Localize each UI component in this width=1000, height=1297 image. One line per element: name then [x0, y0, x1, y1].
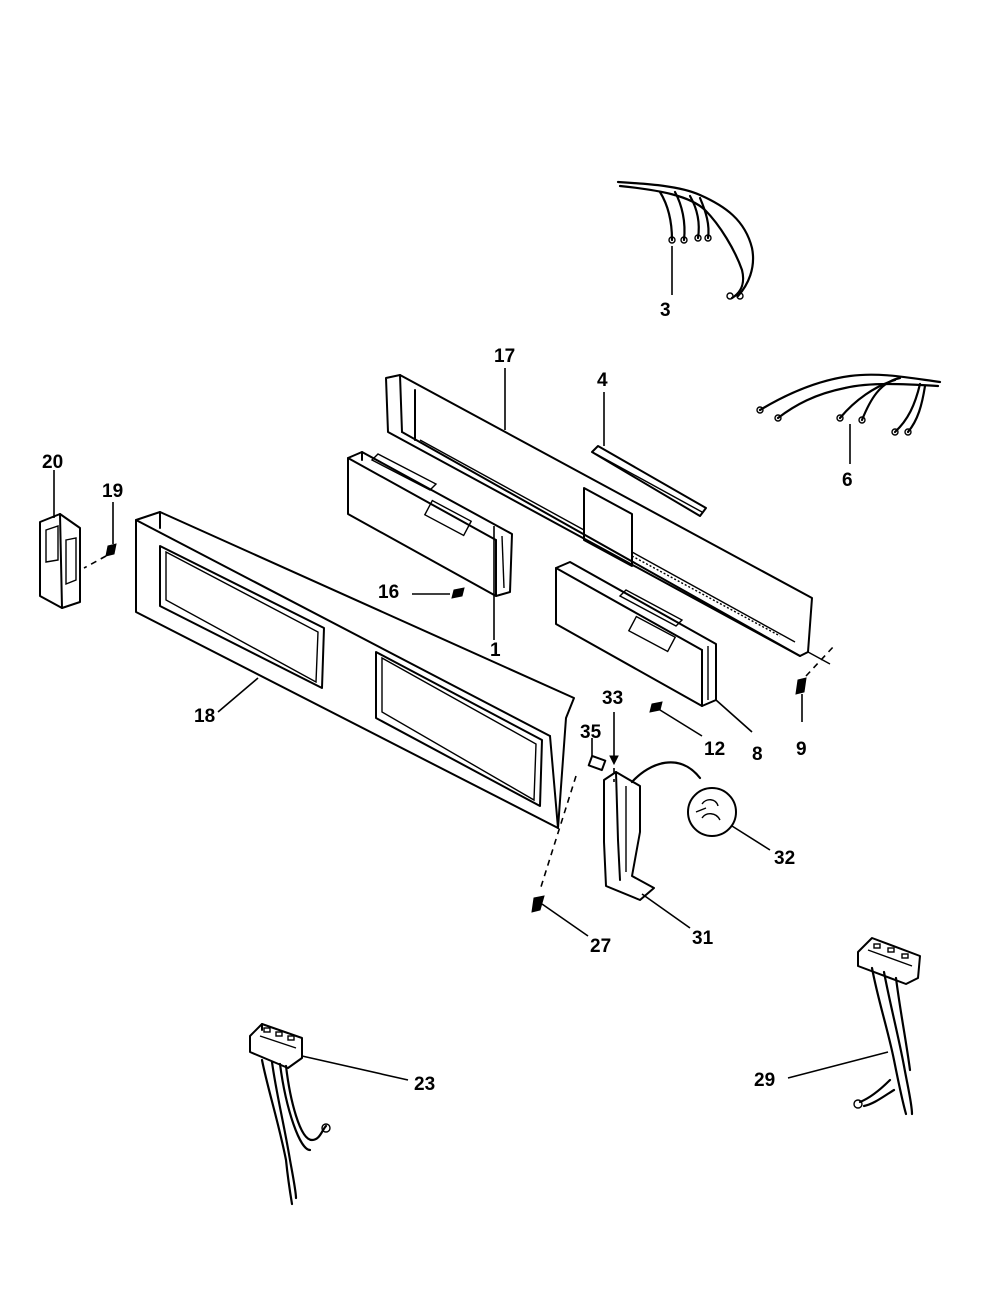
callout-31: 31: [692, 928, 714, 949]
callout-3: 3: [660, 300, 671, 321]
screw-12: [649, 701, 703, 737]
control-module-1: [347, 451, 513, 640]
screw-27: [531, 775, 589, 937]
rear-bracket-17: [385, 368, 831, 665]
callout-23: 23: [414, 1074, 435, 1095]
front-panel-18: [135, 511, 575, 829]
lamp-32: [630, 761, 771, 851]
callout-17: 17: [494, 346, 515, 367]
callout-6: 6: [842, 470, 853, 491]
callout-19: 19: [102, 481, 123, 502]
callout-29: 29: [754, 1070, 775, 1091]
wire-harness-6: [756, 373, 942, 464]
rod-4: [591, 392, 707, 517]
callout-18: 18: [194, 706, 215, 727]
callout-1: 1: [490, 640, 501, 661]
end-bracket-20: [39, 470, 81, 609]
wire-harness-3: [616, 180, 755, 300]
switch-bracket-31: [603, 771, 691, 929]
callout-27: 27: [590, 936, 611, 957]
callout-35: 35: [580, 722, 602, 743]
control-module-8: [555, 561, 753, 733]
callout-33: 33: [602, 688, 623, 709]
callout-32: 32: [774, 848, 795, 869]
screw-19: [83, 502, 117, 569]
connector-harness-23: [249, 1023, 409, 1206]
callout-16: 16: [378, 582, 399, 603]
callout-12: 12: [704, 739, 725, 760]
clip-35: [587, 738, 607, 772]
screw-16: [412, 587, 465, 599]
callout-8: 8: [752, 744, 763, 765]
connector-harness-29: [787, 937, 921, 1116]
clip-33: [609, 712, 619, 782]
callout-20: 20: [42, 452, 63, 473]
callout-4: 4: [597, 370, 608, 391]
callout-9: 9: [796, 739, 807, 760]
screw-9: [795, 645, 835, 722]
